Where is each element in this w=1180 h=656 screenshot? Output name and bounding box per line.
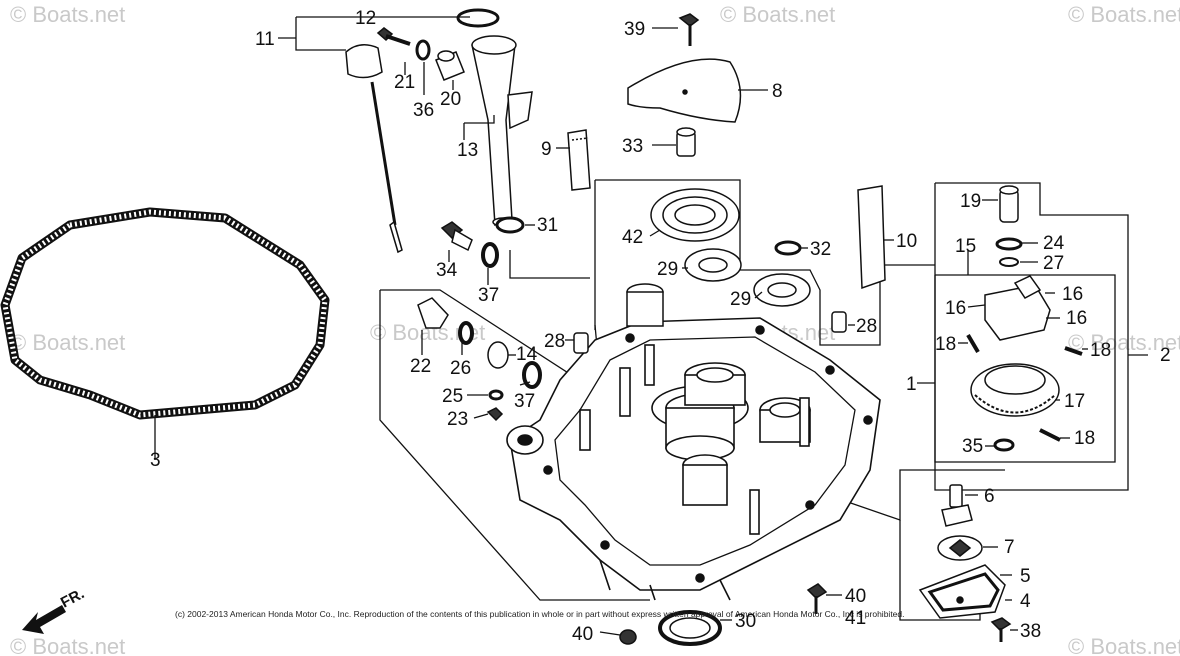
watermark-top-right: © Boats.net [720,2,835,27]
callout-40-right: 40 [845,586,866,607]
callout-22: 22 [410,356,431,377]
leaders-governor [917,199,1148,447]
oil-pump-parts [918,484,1012,642]
callout-28-right: 28 [856,316,877,337]
upper-center-parts [567,13,886,290]
callout-42: 42 [622,227,643,248]
leaders-drain [421,250,842,636]
callout-7: 7 [1004,537,1015,558]
callout-3: 3 [150,450,161,471]
callout-32: 32 [810,239,831,260]
callout-39: 39 [624,19,645,40]
callout-17: 17 [1064,391,1085,412]
watermark-bottom-left: © Boats.net [10,634,125,656]
callout-34: 34 [436,260,458,281]
crankcase-cover [506,317,881,601]
callout-2: 2 [1160,345,1171,366]
callout-13: 13 [457,140,478,161]
callout-37-bottom: 37 [514,391,535,412]
watermark-top-left: © Boats.net [10,2,125,27]
callout-15: 15 [955,236,976,257]
drain-plug-parts [417,221,828,646]
watermark-bottom-right: © Boats.net [1068,634,1180,656]
callout-4: 4 [1020,591,1031,612]
leaders-upper-center [556,27,894,241]
leader-31 [509,250,590,279]
watermark-mid-left: © Boats.net [10,330,125,355]
frame-case-left [379,290,650,601]
frame-assembly-2 [934,182,1129,491]
callout-26: 26 [450,358,471,379]
callout-6: 6 [984,486,995,507]
callout-23: 23 [447,409,468,430]
callout-33: 33 [622,136,643,157]
callout-8: 8 [772,81,783,102]
watermark-top-far-right: © Boats.net [1068,2,1180,27]
callout-18-bottom: 18 [1074,428,1095,449]
callout-21: 21 [394,72,415,93]
callout-5: 5 [1020,566,1031,587]
callout-25: 25 [442,386,463,407]
callout-40-left: 40 [572,624,593,645]
copyright-notice: (c) 2002-2013 American Honda Motor Co., … [175,609,905,619]
callout-1: 1 [906,374,917,395]
callout-20: 20 [440,89,461,110]
front-direction-arrow: FR. [22,585,87,634]
bearings [495,188,847,354]
frame-assembly-1 [934,274,1116,463]
callout-29-left: 29 [657,259,678,280]
callout-29-right: 29 [730,289,751,310]
callout-35: 35 [962,436,983,457]
callout-16-left: 16 [945,298,966,319]
gasket [0,207,330,460]
callout-12: 12 [355,8,376,29]
watermark-mid-far-right: © Boats.net [1068,330,1180,355]
callout-18-right: 18 [1090,340,1111,361]
callout-36: 36 [413,100,434,121]
callout-18-left: 18 [935,334,956,355]
callout-9: 9 [541,139,552,160]
governor-parts [966,185,1083,452]
callout-41: 41 [845,608,866,629]
callout-10: 10 [896,231,917,252]
leaders-top-left [278,16,495,140]
callout-11: 11 [255,29,275,50]
callout-27: 27 [1043,253,1064,274]
watermarks: © Boats.net © Boats.net © Boats.net © Bo… [10,2,1180,656]
callout-30: 30 [735,611,756,632]
callout-38: 38 [1020,621,1041,642]
callout-37-top: 37 [478,285,499,306]
oil-filler-group [345,8,533,254]
callout-24: 24 [1043,233,1065,254]
callout-28-left: 28 [544,331,565,352]
frame-bearings [595,179,935,346]
callout-numbers: 1 2 3 4 5 6 7 8 9 10 11 12 13 14 15 16 1… [150,8,1171,645]
callout-14: 14 [516,344,538,365]
callout-16-right: 16 [1066,308,1087,329]
leaders-pump [965,494,1018,631]
leaders-bearings [525,224,855,341]
callout-19: 19 [960,191,981,212]
callout-31: 31 [537,215,558,236]
callout-16-top: 16 [1062,284,1083,305]
